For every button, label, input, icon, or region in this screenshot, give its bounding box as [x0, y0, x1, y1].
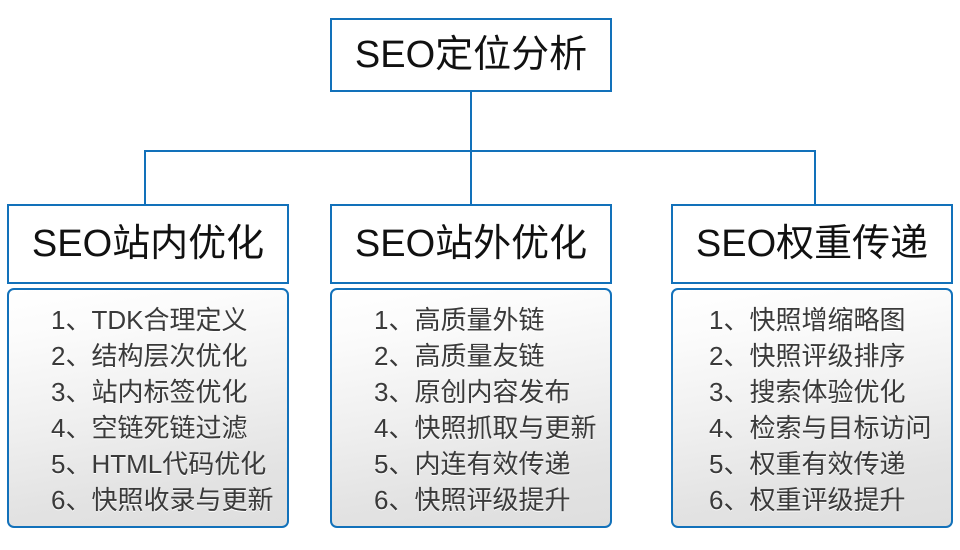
- branch-2-list: 1、高质量外链 2、高质量友链 3、原创内容发布 4、快照抓取与更新 5、内连有…: [332, 302, 610, 518]
- branch-column-1: SEO站内优化 1、TDK合理定义 2、结构层次优化 3、站内标签优化 4、空链…: [7, 204, 289, 528]
- list-item: 6、权重评级提升: [709, 485, 906, 515]
- branch-3-body: 1、快照增缩略图 2、快照评级排序 3、搜索体验优化 4、检索与目标访问 5、权…: [671, 288, 953, 528]
- branch-3-header[interactable]: SEO权重传递: [671, 204, 953, 284]
- branch-2-body: 1、高质量外链 2、高质量友链 3、原创内容发布 4、快照抓取与更新 5、内连有…: [330, 288, 612, 528]
- branch-1-header[interactable]: SEO站内优化: [7, 204, 289, 284]
- list-item: 4、快照抓取与更新: [374, 413, 597, 443]
- list-item: 1、高质量外链: [374, 305, 545, 335]
- root-node[interactable]: SEO定位分析: [330, 18, 612, 92]
- branch-1-body: 1、TDK合理定义 2、结构层次优化 3、站内标签优化 4、空链死链过滤 5、H…: [7, 288, 289, 528]
- branch-2-header[interactable]: SEO站外优化: [330, 204, 612, 284]
- list-item: 3、搜索体验优化: [709, 377, 906, 407]
- connector-drop-branch-3: [814, 150, 816, 206]
- list-item: 3、原创内容发布: [374, 377, 571, 407]
- list-item: 5、内连有效传递: [374, 449, 571, 479]
- list-item: 4、检索与目标访问: [709, 413, 932, 443]
- list-item: 2、高质量友链: [374, 341, 545, 371]
- branch-1-list: 1、TDK合理定义 2、结构层次优化 3、站内标签优化 4、空链死链过滤 5、H…: [9, 302, 287, 518]
- list-item: 4、空链死链过滤: [51, 413, 248, 443]
- list-item: 6、快照评级提升: [374, 485, 571, 515]
- list-item: 1、快照增缩略图: [709, 305, 906, 335]
- connector-drop-branch-2: [470, 150, 472, 206]
- branch-2-header-label: SEO站外优化: [354, 223, 588, 265]
- list-item: 5、权重有效传递: [709, 449, 906, 479]
- connector-horizontal-bus: [144, 150, 816, 152]
- list-item: 2、快照评级排序: [709, 341, 906, 371]
- branch-column-2: SEO站外优化 1、高质量外链 2、高质量友链 3、原创内容发布 4、快照抓取与…: [330, 204, 612, 528]
- connector-drop-branch-1: [144, 150, 146, 206]
- branch-3-list: 1、快照增缩略图 2、快照评级排序 3、搜索体验优化 4、检索与目标访问 5、权…: [673, 302, 951, 518]
- branch-1-header-label: SEO站内优化: [31, 223, 265, 265]
- branch-3-header-label: SEO权重传递: [695, 223, 929, 265]
- connector-root-stem: [470, 92, 472, 152]
- list-item: 2、结构层次优化: [51, 341, 248, 371]
- branch-column-3: SEO权重传递 1、快照增缩略图 2、快照评级排序 3、搜索体验优化 4、检索与…: [671, 204, 953, 528]
- list-item: 6、快照收录与更新: [51, 485, 274, 515]
- list-item: 1、TDK合理定义: [51, 305, 248, 335]
- list-item: 5、HTML代码优化: [51, 449, 267, 479]
- list-item: 3、站内标签优化: [51, 377, 248, 407]
- root-node-label: SEO定位分析: [354, 34, 588, 76]
